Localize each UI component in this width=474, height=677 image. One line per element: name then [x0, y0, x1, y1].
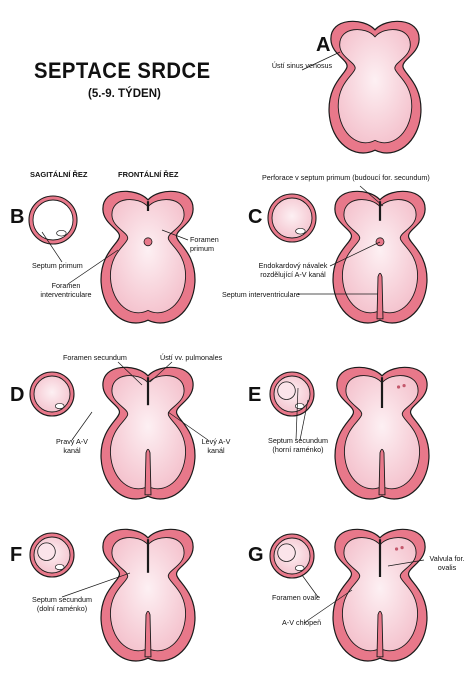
heart-sagittal-b	[28, 195, 78, 245]
heart-frontal-f	[100, 528, 196, 662]
heart-sagittal-g	[269, 533, 315, 579]
panel-letter-c: C	[248, 206, 263, 228]
heart-frontal-c	[332, 190, 428, 324]
heart-sagittal-c	[267, 193, 317, 243]
leader-line-9	[71, 411, 93, 441]
label-valvula-for-ovalis: Valvula for. ovalis	[429, 554, 465, 572]
header-sagittal: SAGITÁLNÍ ŘEZ	[30, 170, 88, 179]
label-levy-av-kanal: Levý A-V kanál	[201, 437, 231, 455]
leader-line-10	[167, 411, 209, 441]
label-septum-secundum-horni: Septum secundum (horní raménko)	[268, 436, 328, 454]
leader-line-0	[301, 51, 341, 71]
leader-line-1	[161, 229, 189, 241]
heart-frontal-g	[332, 528, 428, 662]
leader-line-7	[117, 361, 143, 386]
leader-line-12	[299, 399, 309, 441]
leader-line-14	[387, 559, 425, 567]
leader-line-2	[41, 231, 63, 263]
heart-frontal-e	[334, 366, 430, 500]
leader-line-15	[301, 574, 319, 598]
label-perforace-septum-primum: Perforace v septum primum (budoucí for. …	[262, 173, 430, 182]
label-usti-sinus-venosus: Ústí sinus venosus	[271, 61, 333, 70]
heart-sagittal-f	[29, 532, 75, 578]
heart-frontal-d	[100, 366, 196, 500]
panel-letter-e: E	[248, 384, 262, 406]
leader-line-3	[67, 249, 119, 285]
label-av-chlopen: A-V chlopeň	[282, 618, 322, 627]
leader-line-13	[61, 572, 131, 598]
label-septum-secundum-dolni: Septum secundum (dolní raménko)	[32, 595, 92, 613]
leader-line-11	[295, 387, 299, 441]
leader-line-5	[329, 241, 381, 267]
panel-letter-f: F	[10, 544, 23, 566]
heart-sagittal-e	[269, 371, 315, 417]
label-endokardovy-navalek: Endokardový návalek rozdělující A-V kaná…	[258, 261, 328, 279]
page-title: SEPTACE SRDCE	[34, 58, 211, 83]
panel-letter-a: A	[316, 34, 331, 56]
label-foramen-interventriculare: Foramen interventriculare	[40, 281, 92, 299]
header-frontal: FRONTÁLNÍ ŘEZ	[118, 170, 179, 179]
label-foramen-ovale: Foramen ovale	[272, 593, 320, 602]
label-septum-primum: Septum primum	[32, 261, 83, 270]
label-usti-vv-pulmonales: Ústí vv. pulmonales	[160, 353, 223, 362]
leader-line-8	[149, 361, 173, 383]
label-septum-interventriculare: Septum interventriculare	[222, 290, 300, 299]
label-foramen-secundum: Foramen secundum	[63, 353, 127, 362]
label-pravy-av-kanal: Pravý A-V kanál	[56, 437, 88, 455]
panel-letter-b: B	[10, 206, 25, 228]
leader-line-16	[303, 589, 353, 624]
heart-sagittal-d	[29, 371, 75, 417]
label-foramen-primum: Foramen primum	[190, 235, 219, 253]
heart-frontal-a	[328, 20, 422, 154]
page-subtitle: (5.-9. TÝDEN)	[88, 88, 161, 100]
leader-line-4	[359, 185, 384, 207]
heart-frontal-b	[100, 190, 196, 324]
panel-letter-g: G	[248, 544, 264, 566]
panel-letter-d: D	[10, 384, 25, 406]
